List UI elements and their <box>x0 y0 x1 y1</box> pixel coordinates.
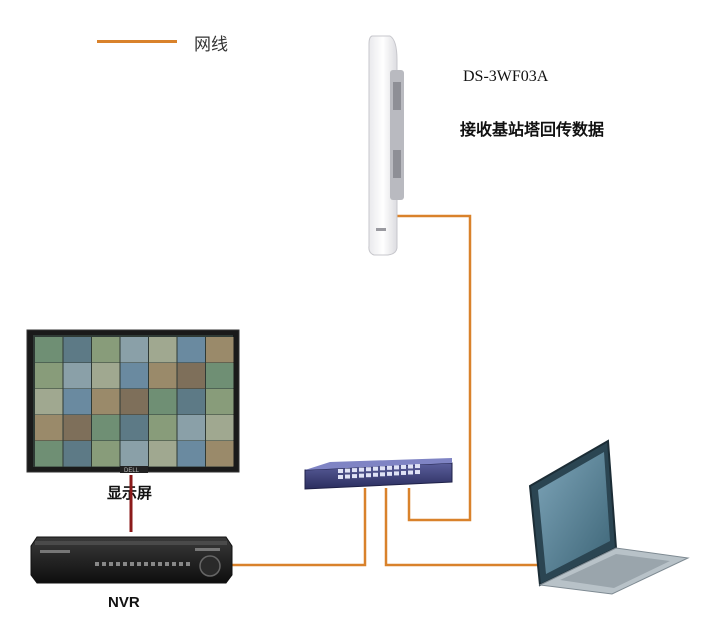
base-station-description: 接收基站塔回传数据 <box>460 120 605 139</box>
monitor-feed-tile <box>206 389 234 415</box>
monitor-brand: DELL <box>124 468 140 474</box>
monitor-feed-tile <box>177 337 205 363</box>
monitor-feed-tile <box>92 415 120 441</box>
base-station-device <box>368 35 404 256</box>
monitor-feed-tile <box>206 363 234 389</box>
monitor-feed-tile <box>63 337 91 363</box>
nvr-button <box>116 562 120 566</box>
monitor-feed-tile <box>149 337 177 363</box>
monitor-feed-tile <box>63 415 91 441</box>
nvr-button <box>172 562 176 566</box>
switch-port <box>408 464 413 469</box>
monitor-feed-tile <box>63 441 91 467</box>
legend-label: 网线 <box>194 35 228 55</box>
monitor-feed-tile <box>63 363 91 389</box>
switch-port <box>415 464 420 469</box>
monitor-feed-tile <box>35 363 63 389</box>
network-cables <box>228 214 550 567</box>
legend-line-swatch <box>97 40 177 43</box>
monitor-feed-tile <box>35 415 63 441</box>
switch-port <box>338 475 343 479</box>
monitor-feed-tile <box>120 389 148 415</box>
monitor-feed-tile <box>120 363 148 389</box>
monitor-feed-tile <box>120 415 148 441</box>
switch-port <box>387 465 392 470</box>
nvr-button <box>151 562 155 566</box>
switch-port <box>394 465 399 470</box>
monitor-feed-tile <box>35 389 63 415</box>
monitor-feed-tile <box>35 337 63 363</box>
nvr-button <box>144 562 148 566</box>
nvr-button <box>130 562 134 566</box>
switch-port <box>415 470 420 475</box>
monitor-feed-tile <box>92 363 120 389</box>
monitor-feed-tile <box>92 441 120 467</box>
switch-port <box>373 472 378 477</box>
monitor-feed-tile <box>206 415 234 441</box>
monitor-feed-tile <box>206 337 234 363</box>
switch-port <box>387 471 392 476</box>
monitor-feed-tile <box>120 337 148 363</box>
switch-port <box>352 468 357 473</box>
monitor-feed-tile <box>35 441 63 467</box>
monitor-feed-tile <box>149 441 177 467</box>
switch-device <box>304 458 453 490</box>
nvr-button <box>109 562 113 566</box>
switch-port <box>394 471 399 476</box>
nvr-label: NVR <box>108 594 140 611</box>
monitor-feed-tile <box>177 363 205 389</box>
nvr-button <box>137 562 141 566</box>
switch-port <box>366 467 371 472</box>
nvr-button <box>95 562 99 566</box>
switch-port <box>352 474 357 479</box>
switch-port <box>345 468 350 473</box>
monitor-feed-tile <box>149 415 177 441</box>
nvr-button <box>102 562 106 566</box>
monitor-feed-tile <box>63 389 91 415</box>
monitor-feed-tile <box>149 389 177 415</box>
nvr-button <box>158 562 162 566</box>
nvr-device <box>30 536 233 584</box>
cable-ap-to-switch <box>397 214 472 522</box>
switch-port <box>345 474 350 479</box>
switch-port <box>359 473 364 478</box>
switch-port <box>401 464 406 469</box>
monitor-feed-tile <box>177 441 205 467</box>
nvr-button <box>165 562 169 566</box>
switch-port <box>380 466 385 471</box>
monitor-device: DELL <box>26 329 240 474</box>
nvr-button <box>123 562 127 566</box>
monitor-feed-tile <box>177 415 205 441</box>
switch-port <box>366 473 371 478</box>
switch-port <box>380 472 385 477</box>
cable-switch-to-laptop <box>384 488 550 567</box>
monitor-feed-tile <box>120 441 148 467</box>
monitor-feed-tile <box>149 363 177 389</box>
base-station-model-label: DS-3WF03A <box>463 68 549 85</box>
cable-nvr-to-switch <box>228 488 367 567</box>
monitor-feed-tile <box>177 389 205 415</box>
monitor-feed-tile <box>206 441 234 467</box>
switch-port <box>401 470 406 475</box>
switch-port <box>359 467 364 472</box>
switch-port <box>338 469 343 473</box>
switch-port <box>373 466 378 471</box>
nvr-button <box>186 562 190 566</box>
switch-port <box>408 470 413 475</box>
monitor-feed-tile <box>92 389 120 415</box>
monitor-feed-tile <box>92 337 120 363</box>
nvr-button <box>179 562 183 566</box>
laptop-device <box>528 439 690 595</box>
